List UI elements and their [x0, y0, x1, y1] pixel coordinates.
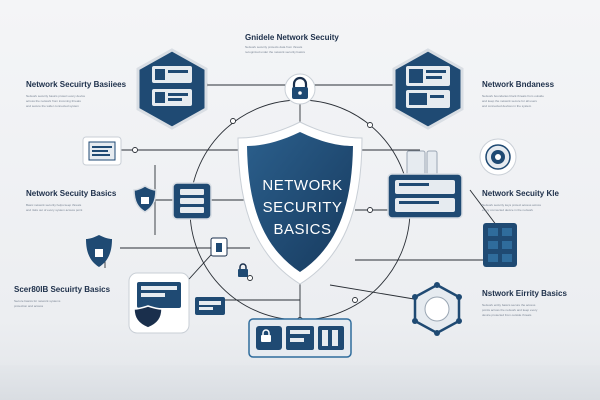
left-label-1-caption: Network security basics protect every de… [26, 94, 86, 108]
left-label-3: Scer80IB Secuirty Basics Secure basics f… [14, 285, 110, 309]
right-label-2: Network Secuity Kle Network security key… [482, 189, 559, 213]
shield-line-3: BASICS [273, 221, 332, 238]
left-label-3-caption: Secure basics for network systems protec… [14, 299, 61, 308]
server-hexagon-icon [136, 48, 208, 130]
shield-line-1: NETWORK [262, 177, 343, 194]
computer-shield-icon [128, 272, 190, 334]
left-label-2-heading: Network Secuity Basics [26, 189, 117, 198]
padlock-icon[interactable] [283, 72, 317, 106]
central-shield-icon [237, 121, 363, 285]
left-label-2: Network Secuity Basics Basic network sec… [26, 189, 116, 213]
right-label-3: Nstwork Eirrity Basics Network entity ba… [482, 289, 567, 318]
left-label-1: Network Secuirty Basiiees Network securi… [26, 80, 126, 109]
title-caption: Network security protects data from thre… [245, 45, 306, 54]
right-label-3-caption: Network entity basics secure the access … [482, 303, 538, 317]
target-icon [479, 138, 517, 176]
lock-icon[interactable] [210, 237, 228, 257]
right-label-3-heading: Nstwork Eirrity Basics [482, 289, 567, 298]
floor [0, 365, 600, 400]
right-label-2-caption: Network security keys protect access acr… [482, 203, 542, 212]
shield-lock-icon [86, 235, 112, 267]
server-rack-icon [483, 223, 517, 267]
hexagon-node-icon [412, 282, 462, 336]
router-icon [387, 150, 463, 219]
right-label-1: Network Bndaness Network boundaries bloc… [482, 80, 554, 109]
server-hexagon-icon [392, 48, 464, 130]
left-label-1-heading: Network Secuirty Basiiees [26, 80, 127, 89]
document-icon [82, 136, 122, 166]
right-label-1-caption: Network boundaries block threats from ou… [482, 94, 544, 108]
left-label-2-caption: Basic network security helps keep threat… [26, 203, 83, 212]
monitor-icon [195, 297, 225, 315]
database-icon [172, 182, 212, 220]
shield-line-2: SECURITY [262, 199, 343, 216]
lock-icon[interactable] [235, 262, 251, 278]
right-label-1-heading: Network Bndaness [482, 80, 555, 89]
padlock-small-icon [261, 329, 271, 342]
shield-title: NETWORK SECURITY BASICS [250, 175, 355, 241]
title-block: Gnidele Network Secuity Network security… [245, 33, 339, 55]
title-heading: Gnidele Network Secuity [245, 33, 339, 42]
left-label-3-heading: Scer80IB Secuirty Basics [14, 285, 111, 294]
right-label-2-heading: Network Secuity Kle [482, 189, 559, 198]
small-shield-icon [133, 185, 157, 213]
